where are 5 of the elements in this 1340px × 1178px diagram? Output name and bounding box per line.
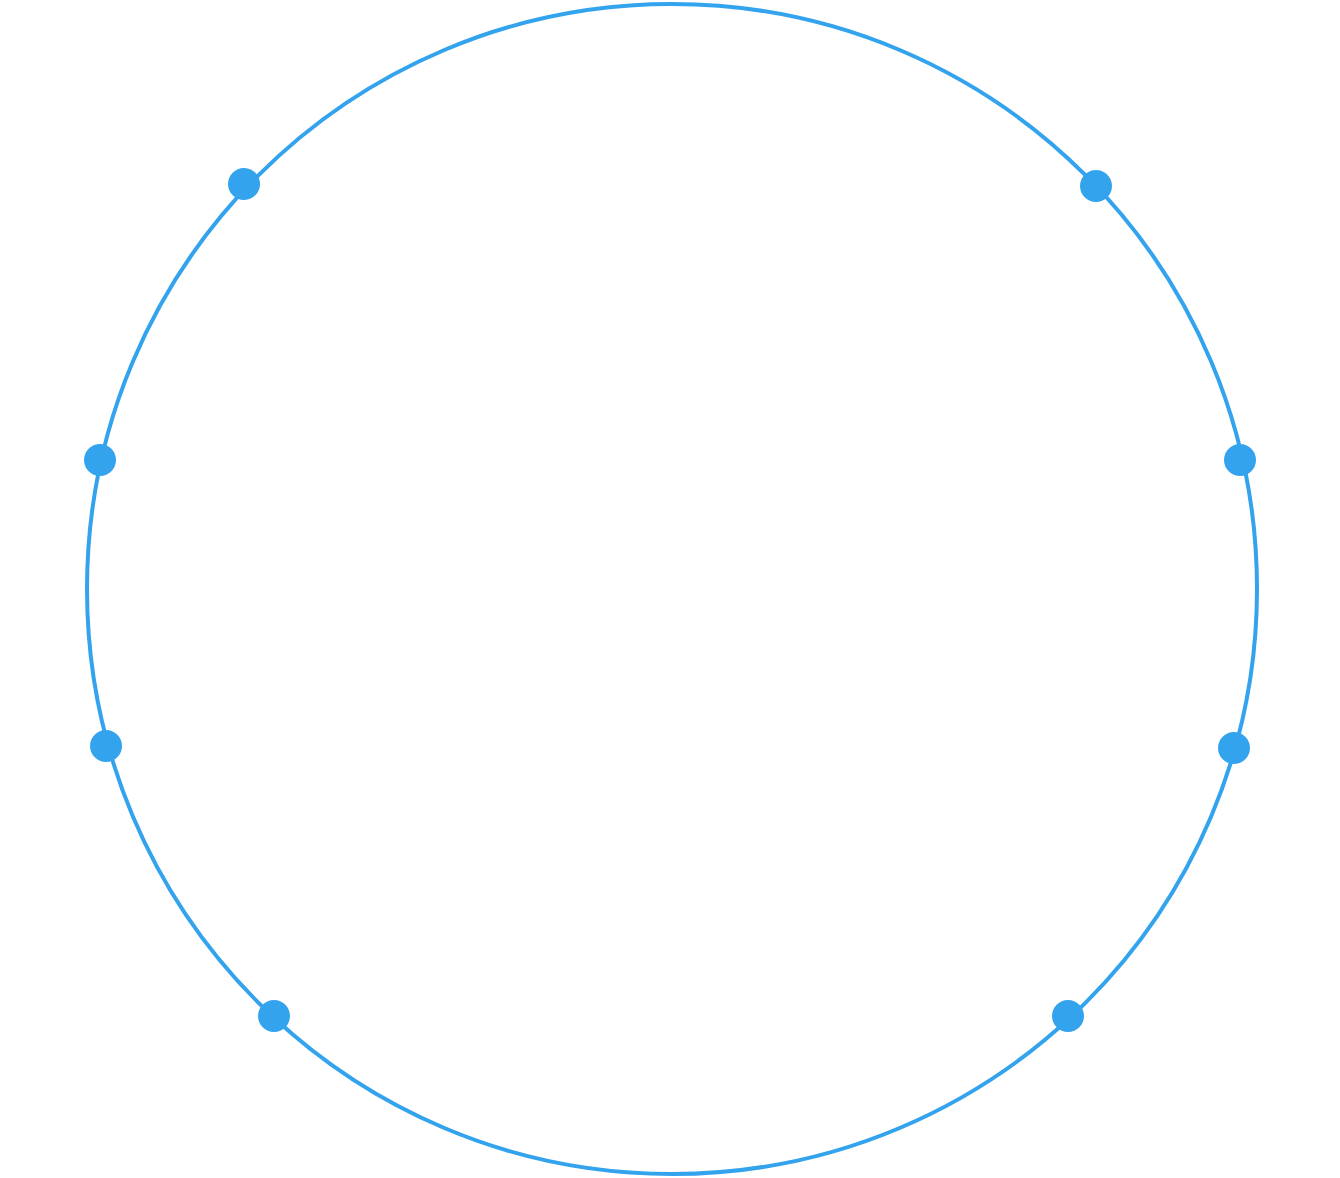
ring-circle (85, 2, 1259, 1176)
dot (228, 168, 260, 200)
dot (1080, 170, 1112, 202)
dot (84, 444, 116, 476)
dot (90, 730, 122, 762)
